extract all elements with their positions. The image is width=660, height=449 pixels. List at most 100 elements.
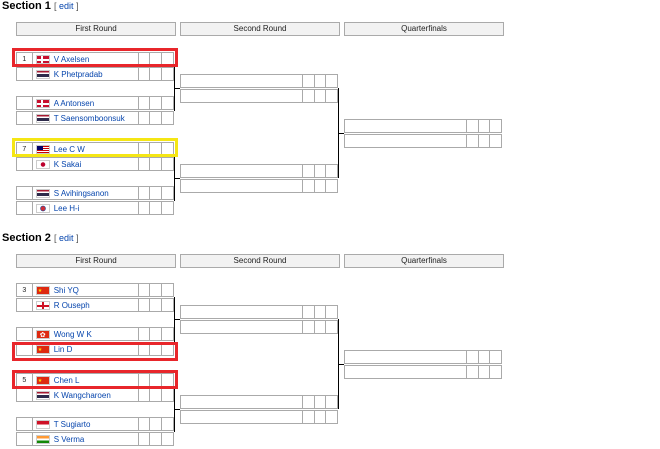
score-cell — [150, 68, 163, 80]
score-cell — [139, 53, 151, 65]
s1-r2-match-1 — [180, 74, 338, 103]
seed-number — [17, 68, 33, 80]
player-name-cell: T Sugiarto — [33, 418, 139, 430]
score-cell — [162, 328, 173, 340]
s1-qf-slot — [344, 119, 502, 133]
player-name-cell: Chen L — [33, 374, 139, 386]
den-flag-icon — [35, 54, 50, 64]
highlight-chen-l — [12, 370, 178, 389]
score-cell — [139, 112, 151, 124]
ind-flag-icon — [35, 434, 50, 444]
player-row: Wong W K — [16, 327, 174, 341]
s1-r2-slot — [180, 179, 338, 193]
player-link[interactable]: S Verma — [53, 434, 85, 444]
s1-r2-slot — [180, 164, 338, 178]
player-row: 3 Shi YQ — [16, 283, 174, 297]
s1-r2-slot — [180, 89, 338, 103]
player-row: Lee H-i — [16, 201, 174, 215]
seed-number — [17, 433, 33, 445]
player-link[interactable]: K Phetpradab — [53, 69, 103, 79]
s1-r2-slot — [180, 74, 338, 88]
seed-number: 5 — [17, 374, 33, 386]
player-name-cell: Shi YQ — [33, 284, 139, 296]
s2-r2-slot — [180, 320, 338, 334]
player-name-cell: Wong W K — [33, 328, 139, 340]
mas-flag-icon — [35, 144, 50, 154]
score-cell — [162, 389, 173, 401]
player-link[interactable]: Shi YQ — [53, 285, 79, 295]
score-cell — [139, 158, 151, 170]
section-1-edit-link[interactable]: edit — [59, 1, 74, 11]
player-link[interactable]: T Sugiarto — [53, 419, 91, 429]
jpn-flag-icon — [35, 159, 50, 169]
player-row: K Sakai — [16, 157, 174, 171]
tha-flag-icon — [35, 113, 50, 123]
player-link[interactable]: Lin D — [53, 344, 73, 354]
player-name-cell: K Wangcharoen — [33, 389, 139, 401]
score-cell — [139, 418, 151, 430]
score-cell — [150, 374, 163, 386]
player-name-cell: S Avihingsanon — [33, 187, 139, 199]
player-name-cell: T Saensomboonsuk — [33, 112, 139, 124]
player-link[interactable]: K Wangcharoen — [53, 390, 111, 400]
seed-number — [17, 299, 33, 311]
seed-number — [17, 187, 33, 199]
seed-number — [17, 328, 33, 340]
chn-flag-icon — [35, 285, 50, 296]
player-link[interactable]: Chen L — [53, 375, 80, 385]
seed-number — [17, 202, 33, 214]
s2-qf-slot — [344, 350, 502, 364]
seed-number: 7 — [17, 143, 33, 155]
score-cell — [150, 299, 163, 311]
ina-flag-icon — [35, 419, 50, 429]
player-link[interactable]: Lee H-i — [53, 203, 80, 213]
s1-qf-match — [344, 119, 502, 148]
seed-number — [17, 418, 33, 430]
score-cell — [139, 97, 151, 109]
score-cell — [162, 418, 173, 430]
player-link[interactable]: R Ouseph — [53, 300, 90, 310]
score-cell — [162, 68, 173, 80]
s2-header-first-round: First Round — [16, 254, 176, 268]
player-link[interactable]: T Saensomboonsuk — [53, 113, 125, 123]
player-row: K Wangcharoen — [16, 388, 174, 402]
s1-header-second-round: Second Round — [180, 22, 340, 36]
score-cell — [150, 158, 163, 170]
score-cell — [139, 328, 151, 340]
player-name-cell: R Ouseph — [33, 299, 139, 311]
player-link[interactable]: Lee C W — [53, 144, 85, 154]
player-name-cell: V Axelsen — [33, 53, 139, 65]
score-cell — [162, 299, 173, 311]
s2-header-quarterfinals: Quarterfinals — [344, 254, 504, 268]
section-2-edit-link[interactable]: edit — [59, 233, 74, 243]
score-cell — [162, 158, 173, 170]
section-1-title: Section 1 — [2, 0, 51, 12]
player-link[interactable]: S Avihingsanon — [53, 188, 109, 198]
s2-qf-match — [344, 350, 502, 379]
player-link[interactable]: V Axelsen — [53, 54, 90, 64]
score-cell — [139, 433, 151, 445]
score-cell — [162, 112, 173, 124]
seed-number: 3 — [17, 284, 33, 296]
s2-r2-slot — [180, 395, 338, 409]
player-row: T Sugiarto — [16, 417, 174, 431]
section-2-title: Section 2 — [2, 232, 51, 244]
player-row: K Phetpradab — [16, 67, 174, 81]
score-cell — [150, 202, 163, 214]
score-cell — [139, 284, 151, 296]
score-cell — [150, 418, 163, 430]
seed-number — [17, 343, 33, 355]
highlight-axelsen — [12, 48, 178, 67]
player-name-cell: S Verma — [33, 433, 139, 445]
player-link[interactable]: Wong W K — [53, 329, 92, 339]
player-name-cell: Lin D — [33, 343, 139, 355]
seed-number — [17, 389, 33, 401]
player-row: R Ouseph — [16, 298, 174, 312]
player-name-cell: K Phetpradab — [33, 68, 139, 80]
s1-header-first-round: First Round — [16, 22, 176, 36]
player-link[interactable]: K Sakai — [53, 159, 82, 169]
player-link[interactable]: A Antonsen — [53, 98, 95, 108]
chn-flag-icon — [35, 344, 50, 355]
player-name-cell: K Sakai — [33, 158, 139, 170]
score-cell — [150, 53, 163, 65]
